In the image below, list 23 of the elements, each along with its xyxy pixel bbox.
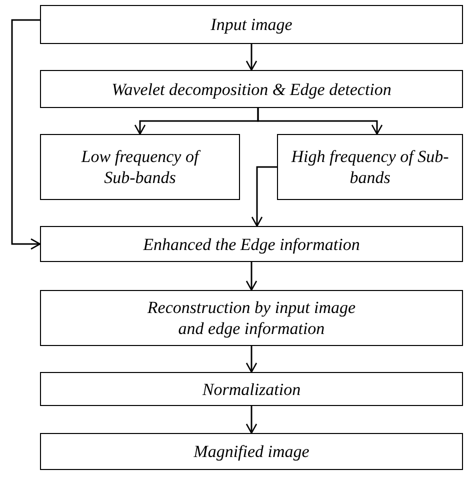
process-box	[277, 134, 463, 200]
process-box	[40, 372, 463, 406]
box-label: Low frequency of Sub-bands	[80, 146, 202, 188]
process-box	[40, 226, 463, 262]
arrow	[246, 262, 258, 291]
arrow	[257, 108, 383, 135]
box-label: Normalization	[202, 378, 301, 400]
process-box	[40, 290, 463, 346]
arrow	[11, 19, 41, 250]
arrow	[246, 406, 258, 434]
arrow	[246, 44, 258, 71]
box-label: Enhanced the Edge information	[143, 234, 360, 254]
box-label: Input image	[210, 14, 292, 35]
box-label: Magnified image	[194, 441, 310, 462]
box-label: Reconstruction by input image and edge information	[146, 297, 357, 339]
arrow	[251, 166, 277, 227]
process-box	[40, 70, 463, 108]
box-label: Wavelet decomposition & Edge detection	[112, 78, 392, 100]
arrow	[246, 346, 258, 373]
box-label: High frequency of Sub-bands	[290, 146, 450, 188]
process-box	[40, 134, 240, 200]
process-box	[40, 433, 463, 470]
process-box	[40, 5, 463, 44]
